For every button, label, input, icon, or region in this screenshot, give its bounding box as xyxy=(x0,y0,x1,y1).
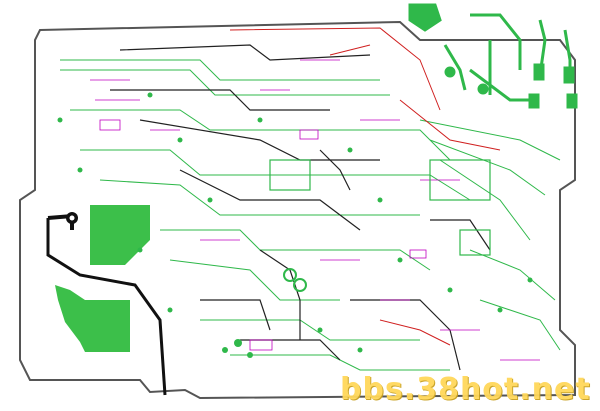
heavy-trace-bottom-left xyxy=(46,218,167,396)
via-dots xyxy=(57,92,533,353)
copper-pour-upper xyxy=(90,205,150,265)
silkscreen-marks xyxy=(90,59,540,361)
trace-red xyxy=(229,27,501,346)
board-outline xyxy=(19,20,576,400)
copper-pour-lower xyxy=(55,285,130,352)
ic-footprint-main xyxy=(269,159,491,256)
via-large-inner xyxy=(69,215,75,221)
pad-cluster-lower xyxy=(222,268,307,358)
component-group-top-right xyxy=(408,3,578,109)
watermark-text: bbs.38hot.net xyxy=(340,372,591,407)
